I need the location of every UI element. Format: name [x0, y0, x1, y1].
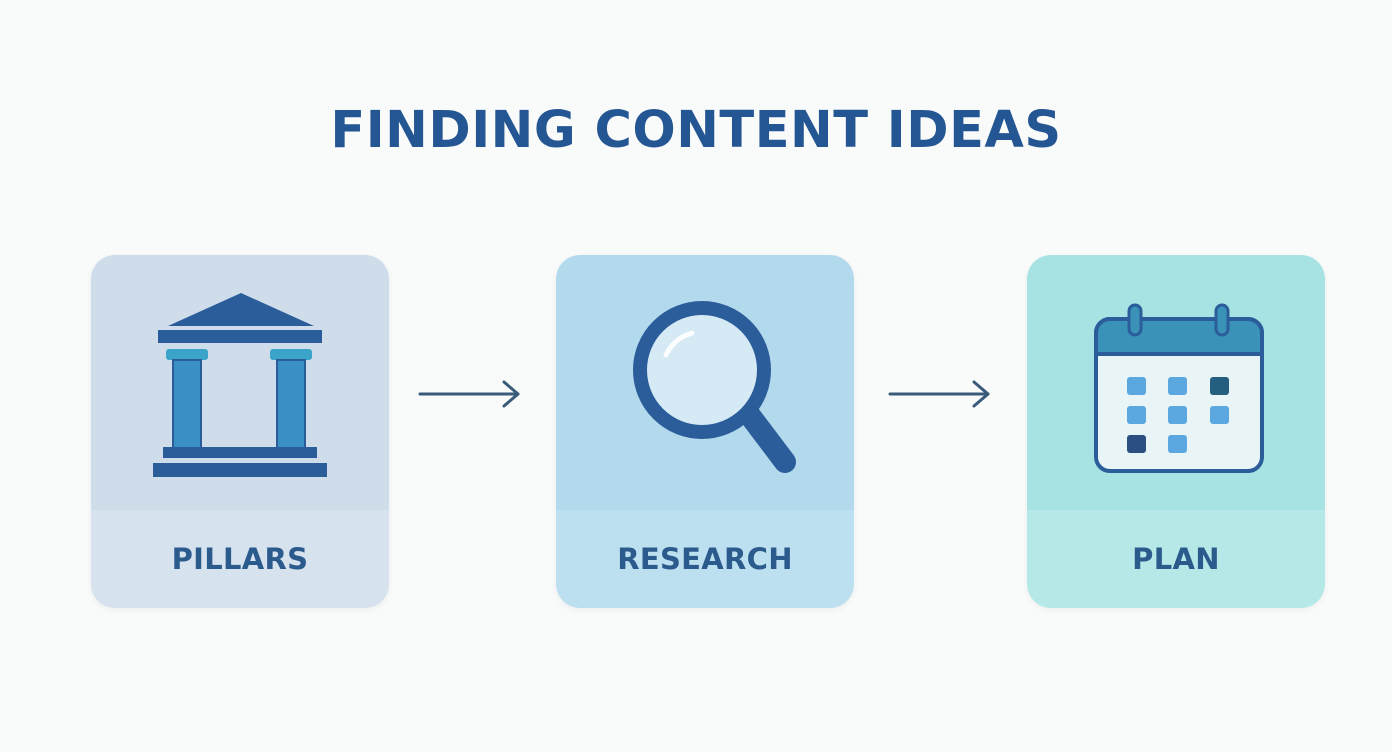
- magnifying-glass-icon: [633, 301, 796, 473]
- step-label-band: RESEARCH: [556, 510, 854, 608]
- step-label-band: PILLARS: [91, 510, 389, 608]
- diagram-title: FINDING CONTENT IDEAS: [330, 101, 1062, 160]
- step-card-pillars: PILLARS: [91, 255, 389, 608]
- step-icon-area: [1027, 255, 1325, 510]
- step-label-plan: PLAN: [1132, 542, 1220, 576]
- calendar-icon: [1094, 303, 1264, 473]
- step-icon-area: [91, 255, 389, 510]
- step-card-research: RESEARCH: [556, 255, 854, 608]
- arrow-right-icon: [418, 380, 520, 408]
- step-icon-area: [556, 255, 854, 510]
- step-label-research: RESEARCH: [617, 542, 793, 576]
- step-card-plan: PLAN: [1027, 255, 1325, 608]
- step-label-pillars: PILLARS: [171, 542, 309, 576]
- step-label-band: PLAN: [1027, 510, 1325, 608]
- pillars-icon: [153, 293, 327, 477]
- arrow-right-icon: [888, 380, 990, 408]
